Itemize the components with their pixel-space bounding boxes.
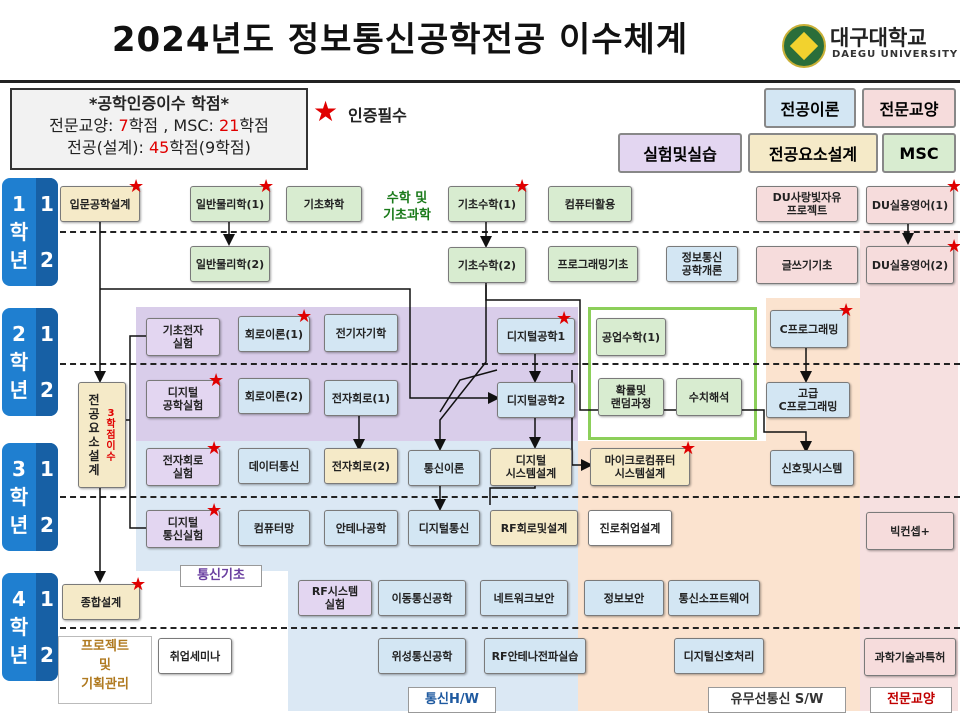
course-digital-system-design[interactable]: 디지털 시스템설계 [490, 448, 572, 486]
course-circuit-theory-1[interactable]: 회로이론(1) [238, 316, 310, 352]
university-name-en: DAEGU UNIVERSITY [832, 49, 959, 60]
course-digital-comm-lab[interactable]: 디지털 통신실험 [146, 510, 220, 548]
course-comm-theory[interactable]: 통신이론 [408, 450, 480, 486]
required-star-icon: ★ [208, 370, 225, 391]
course-du-english-2[interactable]: DU실용영어(2) [866, 246, 954, 284]
required-star-icon: ★ [206, 438, 223, 459]
course-eng-math-1[interactable]: 공업수학(1) [596, 318, 666, 356]
course-data-comm[interactable]: 데이터통신 [238, 448, 310, 484]
required-star-icon: ★ [946, 236, 960, 257]
course-info-security[interactable]: 정보보안 [584, 580, 664, 616]
legend-msc: MSC [882, 133, 956, 173]
credit-heading: *공학인증이수 학점* [88, 94, 230, 113]
course-numerical-analysis[interactable]: 수치해석 [676, 378, 742, 416]
course-comm-software[interactable]: 통신소프트웨어 [668, 580, 760, 616]
required-star-icon: ★ [838, 300, 855, 321]
semester-divider [60, 231, 960, 233]
course-rf-antenna-lab[interactable]: RF안테나전파실습 [484, 638, 586, 674]
course-chemistry[interactable]: 기초화학 [286, 186, 362, 222]
required-star-icon: ★ [514, 176, 531, 197]
course-math-1[interactable]: 기초수학(1) [448, 186, 526, 222]
required-star-icon: ★ [130, 574, 147, 595]
design-credit-side-box: 전공요소설계 3학점이수 [78, 382, 126, 488]
required-star-icon: ★ [556, 308, 573, 329]
region-liberal [860, 230, 958, 711]
course-basic-electronics-lab[interactable]: 기초전자 실험 [146, 318, 220, 356]
course-computer[interactable]: 컴퓨터활용 [548, 186, 632, 222]
credit-line-2: 전공(설계): 45학점(9학점) [67, 138, 251, 157]
region-label-comm-basic: 통신기초 [180, 565, 262, 587]
course-digital-eng-2[interactable]: 디지털공학2 [497, 382, 575, 418]
course-rf-system-lab[interactable]: RF시스템 실험 [298, 580, 372, 616]
course-dsp[interactable]: 디지털신호처리 [674, 638, 764, 674]
region-label-liberal: 전문교양 [870, 687, 952, 713]
required-star-icon: ★ [258, 176, 275, 197]
course-capstone-design[interactable]: 종합설계 [62, 584, 140, 620]
region-label-comm-sw: 유무선통신 S/W [708, 687, 846, 713]
course-network-security[interactable]: 네트워크보안 [480, 580, 568, 616]
legend-liberal-arts: 전문교양 [862, 88, 956, 128]
course-electromagnetics[interactable]: 전기자기학 [324, 314, 398, 352]
semester-divider [60, 496, 960, 498]
course-probability[interactable]: 확률및 랜덤과정 [598, 378, 664, 416]
semester-divider [60, 363, 960, 365]
course-physics-1[interactable]: 일반물리학(1) [190, 186, 270, 222]
course-electronic-circuit-2[interactable]: 전자회로(2) [324, 448, 398, 484]
course-job-seminar[interactable]: 취업세미나 [158, 638, 232, 674]
required-star-icon: ★ [946, 176, 960, 197]
course-advanced-c-programming[interactable]: 고급 C프로그래밍 [766, 382, 850, 418]
star-icon: ★ [313, 95, 339, 128]
course-du-love[interactable]: DU사랑빛자유 프로젝트 [756, 186, 858, 222]
course-satellite-comm[interactable]: 위성통신공학 [378, 638, 466, 674]
course-writing[interactable]: 글쓰기기초 [756, 246, 858, 284]
course-digital-eng-lab[interactable]: 디지털 공학실험 [146, 380, 220, 418]
course-digital-eng-1[interactable]: 디지털공학1 [497, 318, 575, 354]
course-ict-intro[interactable]: 정보통신 공학개론 [666, 246, 738, 282]
course-rf-circuit-design[interactable]: RF회로및설계 [490, 510, 578, 546]
math-science-label: 수학 및 기초과학 [383, 191, 431, 223]
legend-major-theory: 전공이론 [764, 88, 856, 128]
legend-design: 전공요소설계 [748, 133, 878, 173]
required-star-icon: ★ [296, 306, 313, 327]
semester-divider [60, 627, 960, 629]
credit-requirements-box: *공학인증이수 학점* 전문교양: 7학점 , MSC: 21학점 전공(설계)… [10, 88, 308, 170]
course-signals-systems[interactable]: 신호및시스템 [770, 450, 854, 486]
course-circuit-theory-2[interactable]: 회로이론(2) [238, 378, 310, 414]
course-c-programming[interactable]: C프로그래밍 [770, 310, 848, 348]
university-name: 대구대학교 [830, 26, 927, 50]
required-star-icon: ★ [206, 500, 223, 521]
course-electronic-circuit-lab[interactable]: 전자회로 실험 [146, 448, 220, 486]
course-big-concept[interactable]: 빅컨셉+ [866, 512, 954, 550]
project-management-label: 프로젝트 및 기획관리 [58, 636, 152, 704]
required-star-icon: ★ [680, 438, 697, 459]
credit-line-1: 전문교양: 7학점 , MSC: 21학점 [49, 116, 269, 135]
course-du-english-1[interactable]: DU실용영어(1) [866, 186, 954, 224]
course-career-design[interactable]: 진로취업설계 [588, 510, 672, 546]
header-divider [0, 80, 960, 83]
course-science-patent[interactable]: 과학기술과특허 [864, 638, 956, 676]
course-microcomputer-design[interactable]: 마이크로컴퓨터 시스템설계 [590, 448, 690, 486]
course-physics-2[interactable]: 일반물리학(2) [190, 246, 270, 282]
star-legend-label: 인증필수 [348, 106, 407, 125]
region-label-comm-hw: 통신H/W [408, 687, 496, 713]
required-star-icon: ★ [128, 176, 145, 197]
university-logo-icon [782, 24, 826, 68]
course-computer-network[interactable]: 컴퓨터망 [238, 510, 310, 546]
course-mobile-comm[interactable]: 이동통신공학 [378, 580, 466, 616]
course-programming-basic[interactable]: 프로그래밍기초 [548, 246, 638, 282]
course-antenna[interactable]: 안테나공학 [324, 510, 398, 546]
course-electronic-circuit-1[interactable]: 전자회로(1) [324, 380, 398, 416]
course-math-2[interactable]: 기초수학(2) [448, 247, 526, 283]
course-intro-design[interactable]: 입문공학설계 [60, 186, 140, 222]
legend-lab: 실험및실습 [618, 133, 742, 173]
course-digital-comm[interactable]: 디지털통신 [408, 510, 480, 546]
page-title: 2024년도 정보통신공학전공 이수체계 [111, 20, 689, 60]
